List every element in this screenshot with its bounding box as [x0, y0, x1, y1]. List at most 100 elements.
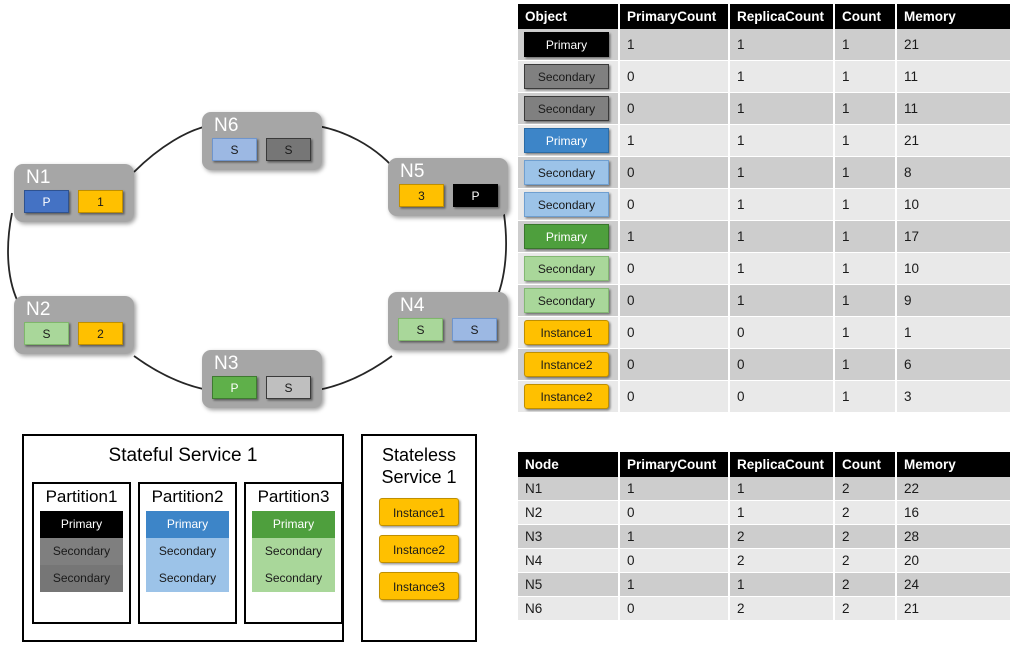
ring-node-n1-slots: P 1	[24, 190, 123, 213]
object-chip[interactable]: Primary	[524, 128, 609, 153]
partition-box-3[interactable]: Partition3 Primary Secondary Secondary	[244, 482, 343, 624]
memory-cell: 17	[896, 220, 1010, 253]
partition-2-replica-1[interactable]: Secondary	[146, 538, 229, 565]
node-table-col-memory[interactable]: Memory	[896, 452, 1010, 477]
instance-chip-1[interactable]: Instance1	[379, 498, 459, 526]
replicacount-cell: 1	[729, 156, 835, 189]
count-cell: 1	[834, 252, 897, 285]
partition-2-replica-2[interactable]: Secondary	[146, 565, 229, 592]
object-table-col-object[interactable]: Object	[518, 4, 620, 29]
count-cell: 1	[834, 188, 897, 221]
object-table-col-count[interactable]: Count	[834, 4, 897, 29]
count-cell: 1	[834, 92, 897, 125]
object-chip[interactable]: Secondary	[524, 96, 609, 121]
object-chip[interactable]: Primary	[524, 32, 609, 57]
primarycount-cell: 0	[619, 548, 730, 573]
primarycount-cell: 0	[619, 596, 730, 621]
ring-node-n2-slot-0[interactable]: S	[24, 322, 69, 345]
ring-node-n5-slot-0[interactable]: 3	[399, 184, 444, 207]
count-cell: 1	[834, 284, 897, 317]
object-chip[interactable]: Secondary	[524, 64, 609, 89]
object-chip[interactable]: Secondary	[524, 192, 609, 217]
ring-node-n3-slot-1[interactable]: S	[266, 376, 311, 399]
instance-chip-3[interactable]: Instance3	[379, 572, 459, 600]
partition-1-replica-2[interactable]: Secondary	[40, 565, 123, 592]
stateless-service-panel: Stateless Service 1 Instance1 Instance2 …	[361, 434, 477, 642]
instance-chip-2[interactable]: Instance2	[379, 535, 459, 563]
ring-node-n3-slot-0[interactable]: P	[212, 376, 257, 399]
ring-node-n5-label: N5	[400, 161, 425, 182]
count-cell: 2	[834, 524, 897, 549]
replicacount-cell: 1	[729, 92, 835, 125]
partition-2-title: Partition2	[151, 487, 224, 506]
memory-cell: 21	[896, 29, 1010, 61]
node-table-col-primarycount[interactable]: PrimaryCount	[619, 452, 730, 477]
ring-node-n4[interactable]: N4 S S	[388, 292, 508, 350]
partition-3-replica-0[interactable]: Primary	[252, 511, 335, 538]
object-chip[interactable]: Secondary	[524, 256, 609, 281]
object-chip[interactable]: Secondary	[524, 160, 609, 185]
partition-1-replica-1[interactable]: Secondary	[40, 538, 123, 565]
object-chip[interactable]: Instance2	[524, 352, 609, 377]
object-chip[interactable]: Primary	[524, 224, 609, 249]
ring-node-n2-label: N2	[26, 299, 51, 320]
count-cell: 2	[834, 596, 897, 621]
memory-cell: 24	[896, 572, 1010, 597]
node-table-col-count[interactable]: Count	[834, 452, 897, 477]
ring-node-n5-slot-1[interactable]: P	[453, 184, 498, 207]
object-cell: Primary	[518, 29, 620, 61]
object-table-col-memory[interactable]: Memory	[896, 4, 1010, 29]
ring-node-n5[interactable]: N5 3 P	[388, 158, 508, 216]
object-cell: Secondary	[518, 60, 620, 93]
ring-node-n1-slot-0[interactable]: P	[24, 190, 69, 213]
ring-node-n2-slot-1[interactable]: 2	[78, 322, 123, 345]
ring-node-n2[interactable]: N2 S 2	[14, 296, 134, 354]
ring-node-n4-slot-1[interactable]: S	[452, 318, 497, 341]
ring-node-n4-slot-0[interactable]: S	[398, 318, 443, 341]
replicacount-cell: 1	[729, 500, 835, 525]
ring-node-n6-slot-0[interactable]: S	[212, 138, 257, 161]
partition-1-replica-0[interactable]: Primary	[40, 511, 123, 538]
object-chip[interactable]: Instance2	[524, 384, 609, 409]
object-chip[interactable]: Secondary	[524, 288, 609, 313]
object-table-col-primarycount[interactable]: PrimaryCount	[619, 4, 730, 29]
ring-node-n1-slot-1[interactable]: 1	[78, 190, 123, 213]
partition-box-2[interactable]: Partition2 Primary Secondary Secondary	[138, 482, 237, 624]
cluster-ring-diagram: N1 P 1 N2 S 2 N3 P S N4 S S N5 3 P	[0, 0, 512, 425]
primarycount-cell: 0	[619, 348, 730, 381]
node-table-col-node[interactable]: Node	[518, 452, 620, 477]
object-table-col-replicacount[interactable]: ReplicaCount	[729, 4, 835, 29]
partition-3-replica-2[interactable]: Secondary	[252, 565, 335, 592]
replicacount-cell: 2	[729, 548, 835, 573]
object-chip[interactable]: Instance1	[524, 320, 609, 345]
partition-1-replicas: Primary Secondary Secondary	[40, 511, 123, 592]
partition-2-replica-0[interactable]: Primary	[146, 511, 229, 538]
ring-node-n3[interactable]: N3 P S	[202, 350, 322, 408]
node-cell: N3	[518, 524, 620, 549]
ring-node-n1[interactable]: N1 P 1	[14, 164, 134, 222]
partition-box-1[interactable]: Partition1 Primary Secondary Secondary	[32, 482, 131, 624]
ring-node-n6-slot-1[interactable]: S	[266, 138, 311, 161]
ring-node-n6[interactable]: N6 S S	[202, 112, 322, 170]
node-table-col-replicacount[interactable]: ReplicaCount	[729, 452, 835, 477]
partition-3-replica-1[interactable]: Secondary	[252, 538, 335, 565]
object-cell: Primary	[518, 220, 620, 253]
